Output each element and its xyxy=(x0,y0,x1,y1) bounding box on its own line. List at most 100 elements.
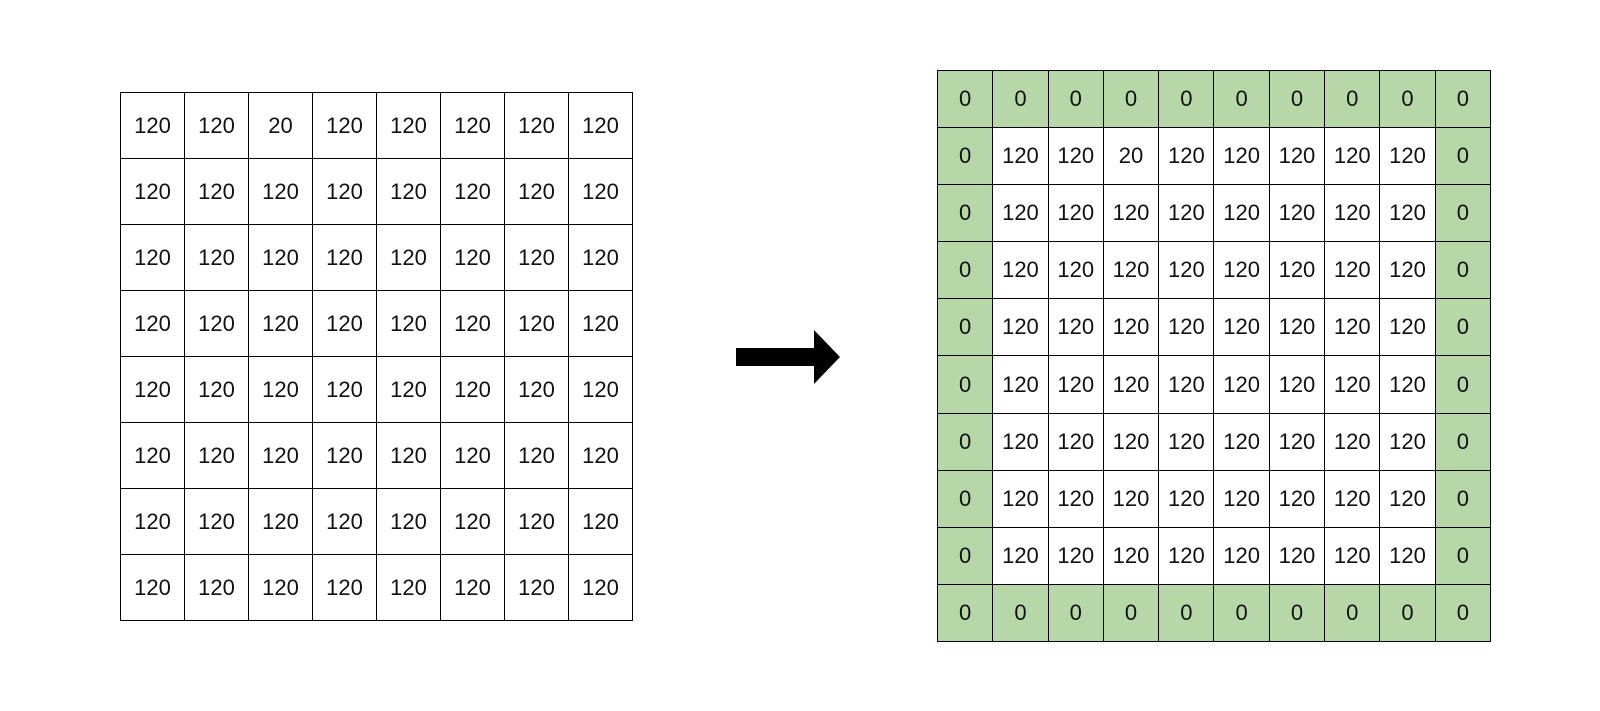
output-cell: 120 xyxy=(1269,413,1326,471)
input-cell: 120 xyxy=(185,159,249,225)
padding-cell: 0 xyxy=(1325,584,1381,642)
output-cell: 120 xyxy=(1048,299,1104,357)
padding-cell: 0 xyxy=(1214,71,1270,129)
padding-cell: 0 xyxy=(1435,71,1491,129)
input-cell: 120 xyxy=(313,489,377,555)
input-cell: 120 xyxy=(121,555,185,621)
output-cell: 120 xyxy=(1048,470,1104,528)
input-cell: 120 xyxy=(569,357,633,423)
input-cell: 120 xyxy=(569,489,633,555)
output-cell: 120 xyxy=(1103,356,1160,414)
output-cell: 120 xyxy=(1103,527,1160,585)
padding-cell: 0 xyxy=(1048,584,1104,642)
padding-cell: 0 xyxy=(1269,584,1326,642)
output-cell: 120 xyxy=(1048,413,1104,471)
output-cell: 120 xyxy=(1048,527,1104,585)
padding-cell: 0 xyxy=(993,71,1049,129)
padding-cell: 0 xyxy=(938,242,994,300)
input-cell: 120 xyxy=(313,93,377,159)
input-cell: 120 xyxy=(441,489,505,555)
output-cell: 120 xyxy=(1380,527,1436,585)
input-cell: 120 xyxy=(249,555,313,621)
input-cell: 120 xyxy=(441,159,505,225)
output-cell: 120 xyxy=(1159,413,1215,471)
input-cell: 120 xyxy=(121,291,185,357)
output-cell: 120 xyxy=(1380,185,1436,243)
output-cell: 120 xyxy=(1048,356,1104,414)
input-cell: 20 xyxy=(249,93,313,159)
output-cell: 120 xyxy=(1159,527,1215,585)
output-cell: 120 xyxy=(1159,470,1215,528)
input-cell: 120 xyxy=(505,93,569,159)
padding-cell: 0 xyxy=(938,413,994,471)
output-cell: 120 xyxy=(1159,299,1215,357)
input-cell: 120 xyxy=(505,423,569,489)
padding-cell: 0 xyxy=(1214,584,1270,642)
output-cell: 20 xyxy=(1103,128,1160,186)
input-cell: 120 xyxy=(569,93,633,159)
padding-cell: 0 xyxy=(1435,356,1491,414)
output-cell: 120 xyxy=(1269,470,1326,528)
output-cell: 120 xyxy=(993,299,1049,357)
output-cell: 120 xyxy=(1048,128,1104,186)
input-cell: 120 xyxy=(313,357,377,423)
padding-cell: 0 xyxy=(1325,71,1381,129)
input-cell: 120 xyxy=(441,555,505,621)
output-cell: 120 xyxy=(993,527,1049,585)
input-cell: 120 xyxy=(377,357,441,423)
output-cell: 120 xyxy=(1214,185,1270,243)
padding-cell: 0 xyxy=(938,128,994,186)
padding-cell: 0 xyxy=(1435,527,1491,585)
padding-cell: 0 xyxy=(1435,299,1491,357)
input-cell: 120 xyxy=(377,291,441,357)
output-cell: 120 xyxy=(1103,242,1160,300)
input-cell: 120 xyxy=(249,423,313,489)
input-cell: 120 xyxy=(569,423,633,489)
output-cell: 120 xyxy=(993,356,1049,414)
padding-cell: 0 xyxy=(1269,71,1326,129)
input-cell: 120 xyxy=(185,93,249,159)
input-cell: 120 xyxy=(441,357,505,423)
output-cell: 120 xyxy=(1269,299,1326,357)
input-cell: 120 xyxy=(121,93,185,159)
output-cell: 120 xyxy=(1048,242,1104,300)
input-cell: 120 xyxy=(313,423,377,489)
padding-cell: 0 xyxy=(938,356,994,414)
input-cell: 120 xyxy=(121,225,185,291)
output-cell: 120 xyxy=(1325,527,1381,585)
padding-cell: 0 xyxy=(1435,242,1491,300)
output-cell: 120 xyxy=(1269,128,1326,186)
input-cell: 120 xyxy=(313,555,377,621)
input-cell: 120 xyxy=(569,159,633,225)
input-cell: 120 xyxy=(377,225,441,291)
input-cell: 120 xyxy=(185,291,249,357)
input-cell: 120 xyxy=(249,357,313,423)
output-cell: 120 xyxy=(1380,470,1436,528)
output-cell: 120 xyxy=(1380,299,1436,357)
padding-cell: 0 xyxy=(1435,470,1491,528)
input-cell: 120 xyxy=(185,555,249,621)
output-cell: 120 xyxy=(1103,185,1160,243)
padding-cell: 0 xyxy=(1435,128,1491,186)
input-cell: 120 xyxy=(249,291,313,357)
input-cell: 120 xyxy=(185,357,249,423)
output-cell: 120 xyxy=(993,470,1049,528)
padding-cell: 0 xyxy=(938,299,994,357)
output-cell: 120 xyxy=(1269,356,1326,414)
output-cell: 120 xyxy=(1325,128,1381,186)
input-cell: 120 xyxy=(441,291,505,357)
input-cell: 120 xyxy=(441,225,505,291)
output-cell: 120 xyxy=(993,128,1049,186)
output-cell: 120 xyxy=(1214,413,1270,471)
output-cell: 120 xyxy=(1325,185,1381,243)
output-cell: 120 xyxy=(1214,299,1270,357)
input-cell: 120 xyxy=(441,423,505,489)
padding-cell: 0 xyxy=(938,584,994,642)
output-cell: 120 xyxy=(1380,356,1436,414)
input-cell: 120 xyxy=(249,489,313,555)
input-cell: 120 xyxy=(121,159,185,225)
input-cell: 120 xyxy=(505,159,569,225)
input-cell: 120 xyxy=(313,291,377,357)
output-cell: 120 xyxy=(1214,128,1270,186)
